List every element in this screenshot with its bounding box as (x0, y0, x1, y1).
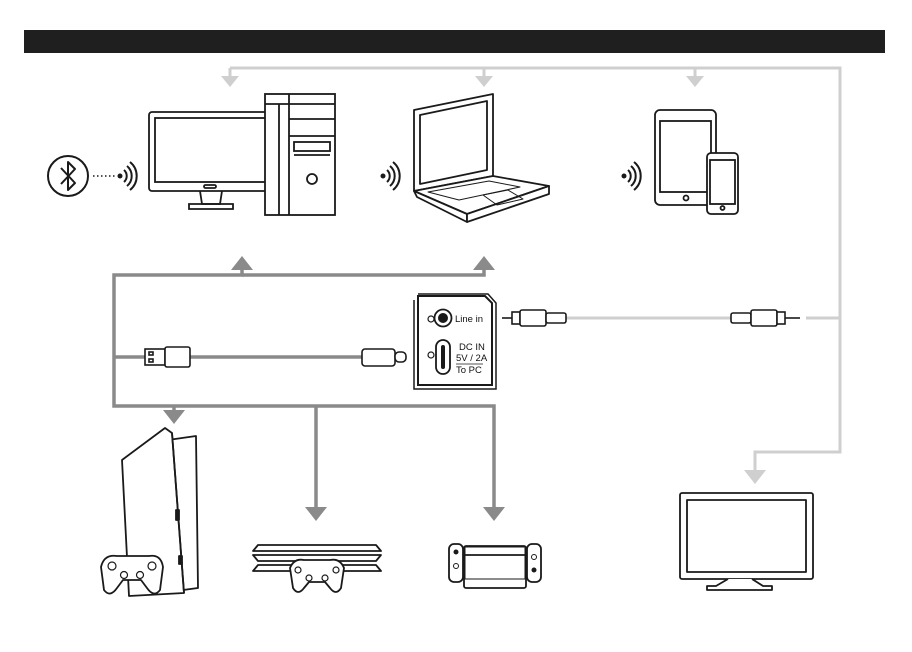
desktop-pc-icon (149, 94, 335, 215)
arrow-to-switch (483, 507, 505, 521)
power-label: 5V / 2A (456, 353, 488, 364)
playstation-4-icon (253, 545, 381, 592)
audio-jack-left (502, 310, 566, 326)
tv-icon (680, 493, 813, 590)
arrow-to-laptop (475, 76, 493, 87)
playstation-5-icon (101, 428, 198, 596)
usb-a-plug-icon (145, 347, 190, 367)
arrow-to-tablet (686, 76, 704, 87)
arrow-to-desktop (221, 76, 239, 87)
audio-jack-right (731, 310, 800, 326)
arrow-up-desktop (231, 256, 253, 270)
arrow-to-ps5 (163, 410, 185, 424)
arrow-up-laptop (473, 256, 495, 270)
wireless-signal-icon (622, 162, 641, 190)
tablet-and-phone-icon (655, 110, 738, 214)
wireless-signal-icon (118, 162, 137, 190)
arrow-to-tv (744, 470, 766, 484)
arrow-to-ps4 (305, 507, 327, 521)
port-panel: Line in DC IN 5V / 2A To PC (414, 294, 496, 389)
to-pc-label: To PC (456, 365, 482, 376)
bluetooth-icon (48, 156, 88, 196)
laptop-icon (414, 94, 549, 222)
usb-c-plug-icon (362, 349, 406, 366)
nintendo-switch-icon (449, 544, 541, 588)
dc-in-label: DC IN (459, 342, 485, 353)
wireless-signal-icon (381, 162, 400, 190)
line-in-label: Line in (455, 314, 483, 325)
